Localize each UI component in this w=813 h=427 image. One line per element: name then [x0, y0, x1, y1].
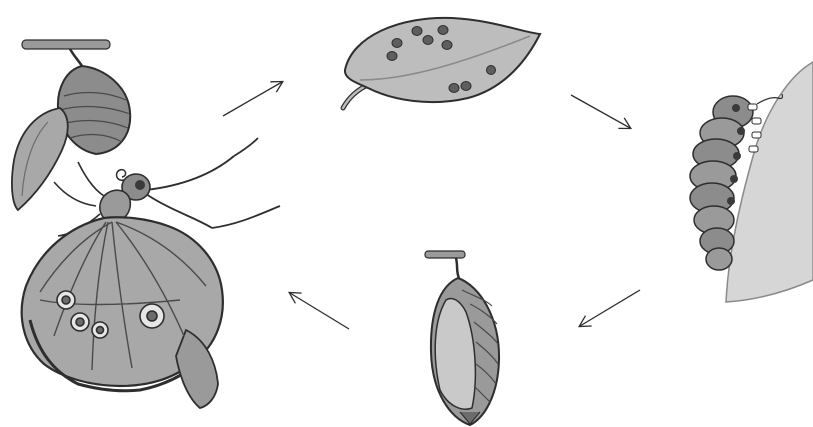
butterfly-antennae: [146, 138, 280, 228]
arrow-adult-to-eggs: [223, 82, 282, 116]
emerging-butterfly-icon: [12, 40, 280, 408]
arrow-caterpillar-to-pupa: [580, 290, 640, 326]
caterpillar-icon: [690, 62, 813, 302]
pupa-case-flap: [12, 108, 68, 210]
chrysalis-twig: [425, 251, 465, 258]
cycle-arrows: [223, 82, 640, 329]
butterfly-twig: [22, 40, 110, 49]
chrysalis-stalk: [456, 258, 459, 278]
arrow-eggs-to-caterpillar: [571, 95, 630, 128]
chrysalis-icon: [425, 251, 499, 425]
arrow-pupa-to-adult: [290, 293, 349, 329]
pupa-case-stalk: [70, 49, 82, 66]
leaf-stem: [343, 85, 368, 108]
eggs-on-leaf-icon: [343, 18, 540, 108]
